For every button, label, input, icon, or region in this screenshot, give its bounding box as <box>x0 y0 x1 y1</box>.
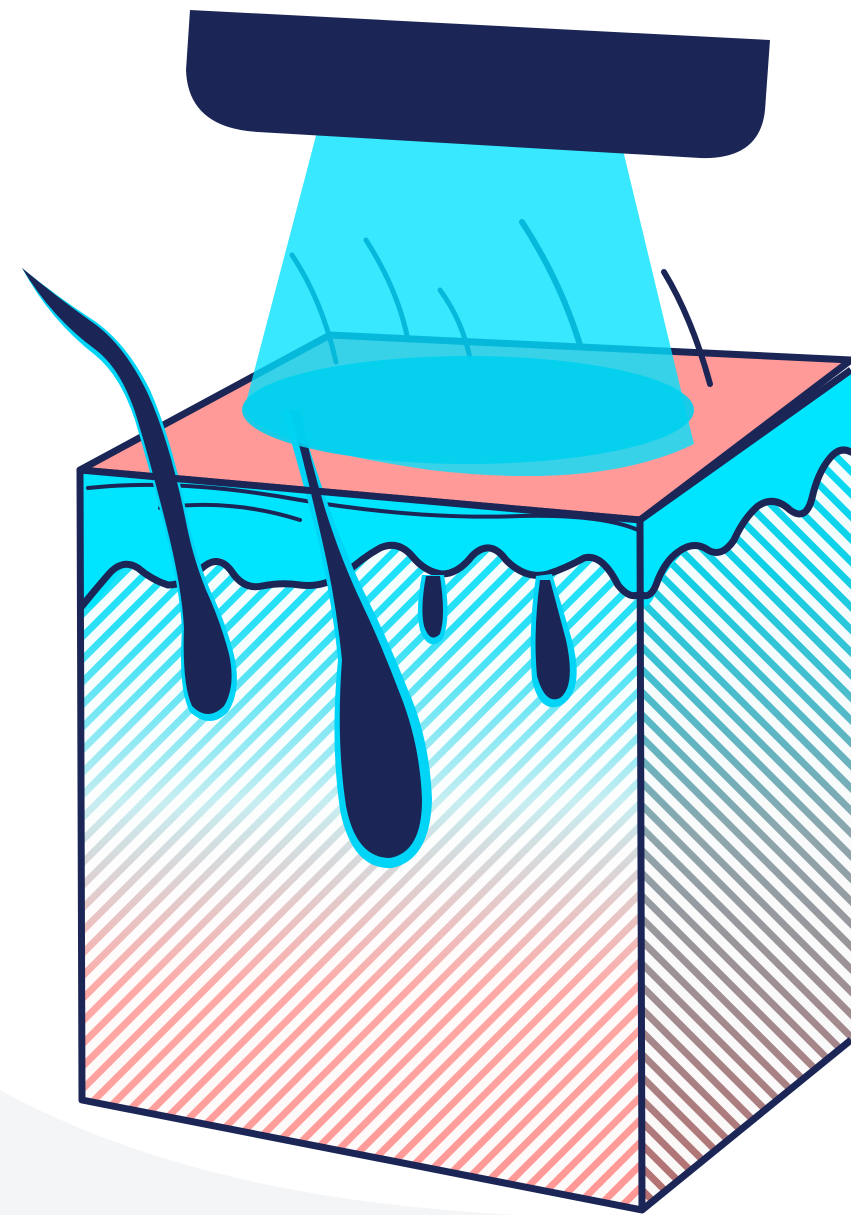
laser-device <box>186 10 770 158</box>
follicle-small-1 <box>418 575 448 644</box>
laser-spot <box>242 356 694 464</box>
